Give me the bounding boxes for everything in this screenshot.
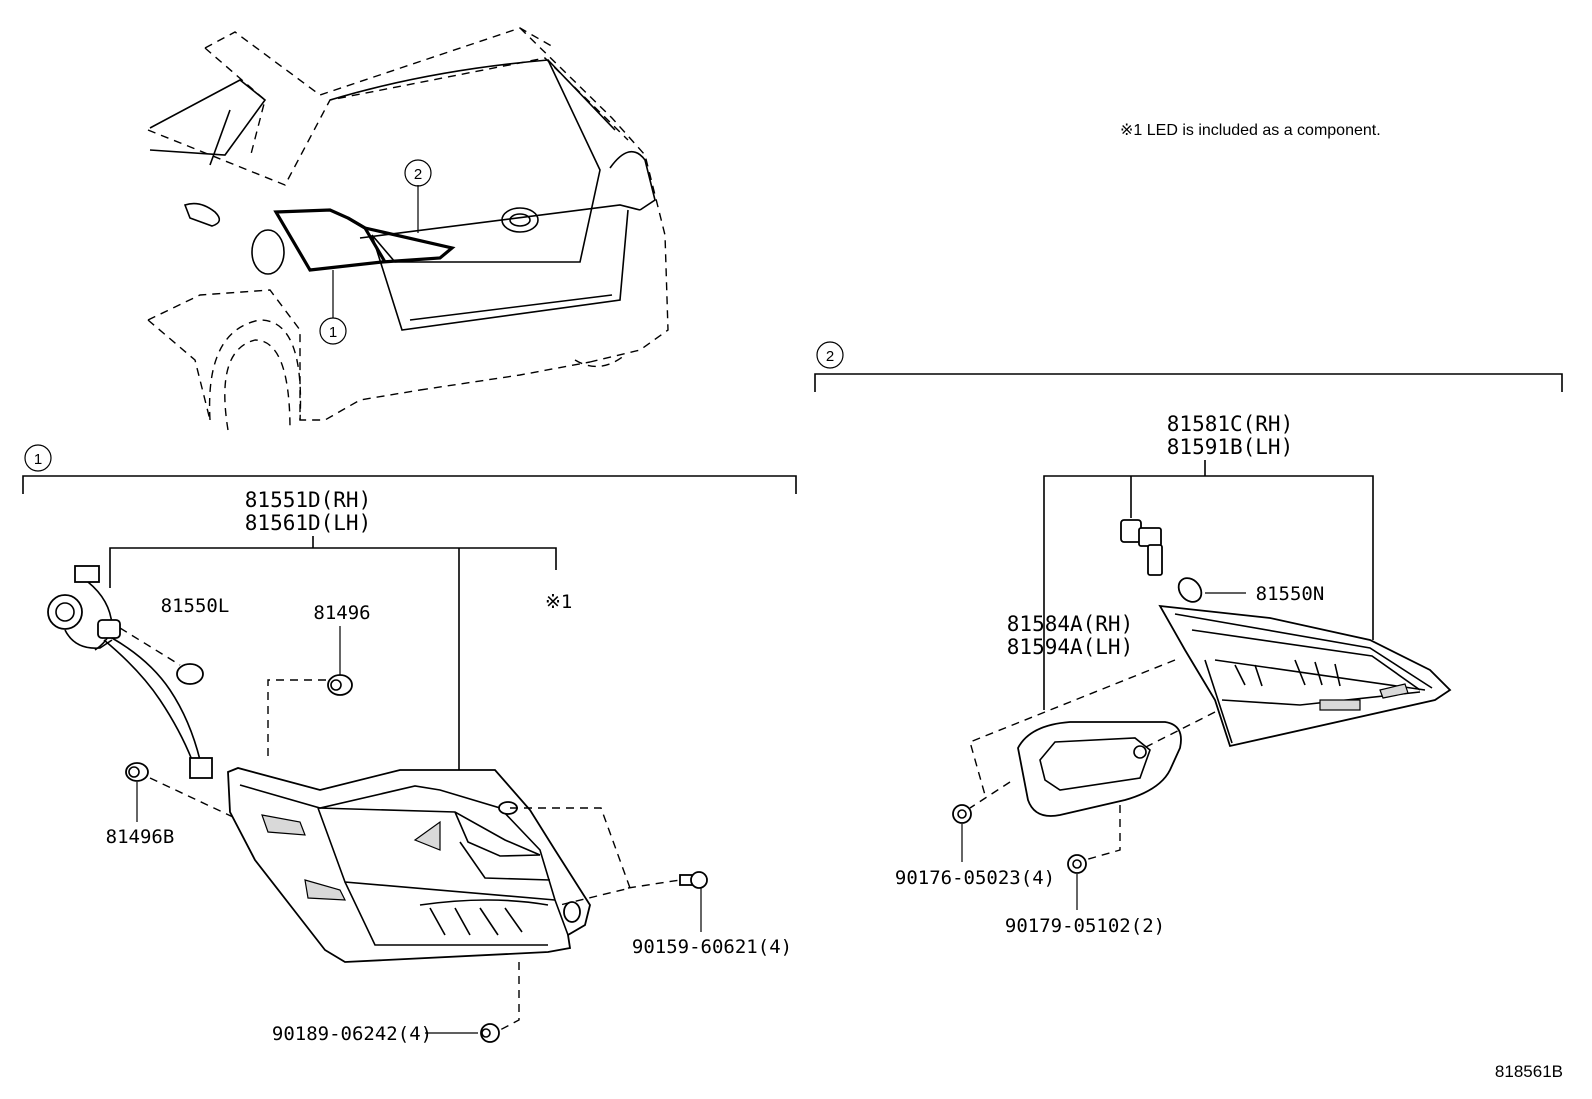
- lamp-screw-guide: [510, 807, 631, 906]
- bulb-81550N-label: 81550N: [1256, 583, 1325, 605]
- gasket-81584: [1017, 721, 1182, 817]
- nut-90189: [480, 1023, 500, 1043]
- screw-90159: [679, 871, 708, 889]
- svg-text:2: 2: [414, 166, 422, 183]
- led-reference-mark: ※1: [545, 591, 572, 613]
- socket-81496B-guide: [149, 777, 251, 826]
- gasket-left-guide: [969, 659, 1176, 796]
- car-callout-1: 1: [319, 317, 347, 345]
- screw-guide: [627, 879, 681, 889]
- bulb-81550N: [1177, 577, 1203, 603]
- wire-harness-socket: [47, 565, 213, 779]
- group-1-callout: 1: [24, 444, 52, 472]
- car-rear-illustration: [147, 27, 669, 431]
- bulb-81550L: [176, 663, 204, 685]
- socket-81496: [327, 674, 353, 696]
- group-2-bracket: [814, 373, 1563, 392]
- nut-90176-label: 90176-05023(4): [895, 867, 1055, 889]
- socket-81581: [1120, 519, 1163, 576]
- gasket-right-guide: [1139, 711, 1216, 751]
- nut-90179: [1067, 854, 1087, 874]
- nut-90179-label: 90179-05102(2): [1005, 915, 1165, 937]
- car-callout-2: 2: [404, 159, 432, 187]
- nut-b-guide: [1084, 805, 1121, 861]
- socket-81496B: [125, 762, 149, 782]
- nut-90189-label: 90189-06242(4): [272, 1023, 432, 1045]
- rear-combination-lamp-rh: 81551D(RH): [245, 488, 371, 512]
- gasket-lh-label: 81594A(LH): [1007, 635, 1133, 659]
- back-door-lamp: [1158, 604, 1452, 748]
- group-2-callout: 2: [816, 341, 844, 369]
- socket-81496B-label: 81496B: [106, 826, 175, 848]
- gasket-rh-label: 81584A(RH): [1007, 612, 1133, 636]
- bulb-1-guide: [119, 627, 181, 666]
- bulb-81550L-label: 81550L: [161, 595, 230, 617]
- svg-text:1: 1: [329, 324, 337, 341]
- nut-90176: [952, 804, 972, 824]
- nut-a-guide: [969, 781, 1011, 809]
- socket-81496-guide: [267, 679, 326, 760]
- rear-combination-lamp: [227, 767, 591, 963]
- svg-text:2: 2: [826, 348, 834, 365]
- assembly-1-bracket: [109, 547, 557, 588]
- diagram-code: 818561B: [1495, 1062, 1563, 1081]
- group-1-bracket: [22, 475, 797, 494]
- led-note: ※1 LED is included as a component.: [1120, 122, 1381, 139]
- socket-81496-label: 81496: [313, 602, 370, 624]
- svg-text:1: 1: [34, 451, 42, 468]
- screw-90159-label: 90159-60621(4): [632, 936, 792, 958]
- back-door-lamp-lh: 81591B(LH): [1167, 435, 1293, 459]
- nut-guide: [499, 962, 520, 1031]
- rear-combination-lamp-lh: 81561D(LH): [245, 511, 371, 535]
- assembly-2-bracket: [1043, 475, 1374, 710]
- back-door-lamp-rh: 81581C(RH): [1167, 412, 1293, 436]
